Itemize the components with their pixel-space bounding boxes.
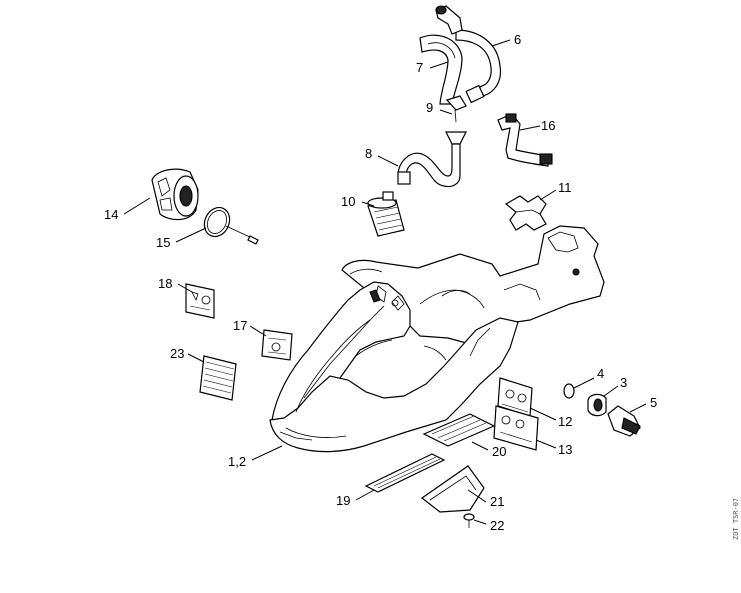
screw-part-22[interactable]: [463, 513, 475, 528]
label-23: 23: [170, 346, 184, 361]
o-ring-part-4[interactable]: [563, 383, 575, 399]
label-sticker-part-18[interactable]: [185, 283, 215, 319]
elbow-fitting-part-9[interactable]: [445, 95, 467, 123]
label-21: 21: [490, 494, 504, 509]
label-17: 17: [233, 318, 247, 333]
label-20: 20: [492, 444, 506, 459]
label-3: 3: [620, 375, 627, 390]
label-sticker-part-19[interactable]: [364, 453, 446, 493]
label-8: 8: [365, 146, 372, 161]
label-4: 4: [597, 366, 604, 381]
label-22: 22: [490, 518, 504, 533]
label-19: 19: [336, 493, 350, 508]
cover-part-11[interactable]: [504, 195, 547, 231]
label-13: 13: [558, 442, 572, 457]
main-housing-part-1-2[interactable]: [269, 225, 605, 453]
hose-part-7[interactable]: [419, 34, 463, 105]
label-14: 14: [104, 207, 118, 222]
tank-cap-part-5[interactable]: [607, 405, 641, 437]
drawing-code: ZDT TSR-07: [732, 498, 740, 540]
label-15: 15: [156, 235, 170, 250]
label-1-2: 1,2: [228, 454, 246, 469]
label-sticker-part-13[interactable]: [493, 405, 539, 451]
label-12: 12: [558, 414, 572, 429]
part-labels: 1,2 3 4 5 6 7 8 9 10 11 12 13 14 15 16 1…: [104, 32, 657, 533]
oil-pump-part-14[interactable]: [151, 168, 199, 221]
label-sticker-part-17[interactable]: [261, 329, 293, 361]
fuel-filter-part-10[interactable]: [367, 191, 405, 237]
cap-base-part-3[interactable]: [587, 393, 607, 417]
label-18: 18: [158, 276, 172, 291]
leader-lines: [123, 39, 647, 525]
label-11: 11: [558, 180, 572, 195]
o-ring-part-15[interactable]: [200, 203, 259, 245]
label-sticker-part-20[interactable]: [422, 413, 496, 447]
label-7: 7: [416, 60, 423, 75]
guard-plate-part-21[interactable]: [420, 465, 485, 513]
hose-part-6[interactable]: [455, 29, 502, 104]
label-sticker-part-23[interactable]: [199, 355, 237, 401]
label-5: 5: [650, 395, 657, 410]
label-9: 9: [426, 100, 433, 115]
label-10: 10: [341, 194, 355, 209]
label-6: 6: [514, 32, 521, 47]
fuel-hose-part-8[interactable]: [397, 131, 467, 188]
fitting-top[interactable]: [435, 5, 463, 35]
label-16: 16: [541, 118, 555, 133]
pickup-line-part-16[interactable]: [497, 113, 553, 167]
